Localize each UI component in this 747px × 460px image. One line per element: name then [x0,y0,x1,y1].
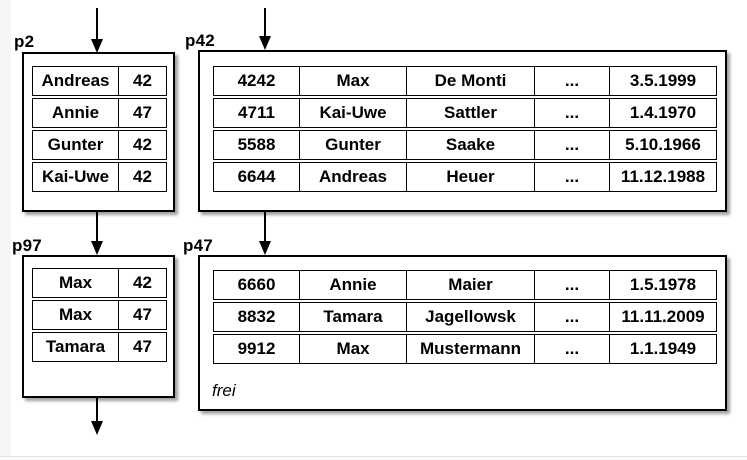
page-label-p2: p2 [14,32,35,51]
table-cell: 6660 [237,275,276,294]
table-row: Max 42 [32,268,167,298]
table-cell: Jagellowsk [406,303,534,331]
table-cell: Andreas [41,71,110,90]
table-row: Andreas 42 [32,66,167,96]
table-cell: Gunter [299,131,406,159]
table-cell: Annie [299,271,406,299]
table-cell: Max [299,67,406,95]
table-cell: 47 [118,99,166,127]
table-cell: Tamara [299,303,406,331]
table-cell: Max [58,273,93,292]
table-cell: ... [534,99,609,127]
free-space-label: frei [212,381,236,400]
table-cell: 4242 [237,71,276,90]
arrow-stem [96,8,98,40]
arrow-head-icon [259,241,271,255]
table-cell: Sattler [406,99,534,127]
table-cell: ... [534,303,609,331]
table-cell: Maier [406,271,534,299]
table-cell: ... [534,335,609,363]
table-cell: ... [534,131,609,159]
arrow-head-icon [91,421,103,435]
slide-bottom-divider [0,456,747,457]
arrow-stem [96,212,98,242]
table-cell: ... [534,271,609,299]
arrow-head-icon [91,241,103,255]
table-cell: 42 [118,163,166,191]
page-label-p42: p42 [185,31,215,50]
table-cell: 1.4.1970 [609,99,716,127]
table-cell: ... [534,67,609,95]
table-cell: 3.5.1999 [609,67,716,95]
table-cell: 4711 [238,103,275,122]
table-cell: ... [534,163,609,191]
table-cell: 42 [118,67,166,95]
table-row: Gunter 42 [32,130,167,160]
table-cell: 47 [118,333,166,361]
arrow-head-icon [91,39,103,53]
table-cell: Gunter [47,135,104,154]
table-cell: 5.10.1966 [609,131,716,159]
table-cell: Annie [51,103,100,122]
table-cell: Kai-Uwe [41,167,110,186]
table-cell: 8832 [237,307,276,326]
table-row: Max 47 [32,300,167,330]
table-cell: Tamara [45,337,106,356]
table-cell: Andreas [299,163,406,191]
page-label-p97: p97 [12,236,42,255]
table-cell: Mustermann [406,335,534,363]
arrow-stem [264,8,266,37]
table-cell: 1.5.1978 [609,271,716,299]
table-cell: 9912 [237,339,276,358]
table-cell: 6644 [237,167,276,186]
table-cell: Saake [406,131,534,159]
table-cell: 11.11.2009 [609,303,716,331]
arrow-head-icon [259,36,271,50]
table-cell: 47 [118,301,166,329]
table-cell: 5588 [237,135,276,154]
arrow-stem [96,398,98,422]
table-cell: 11.12.1988 [609,163,716,191]
table-cell: Max [299,335,406,363]
table-cell: 1.1.1949 [609,335,716,363]
table-cell: Kai-Uwe [299,99,406,127]
table-cell: Heuer [406,163,534,191]
table-row: Annie 47 [32,98,167,128]
table-cell: 42 [118,269,166,297]
table-cell: 42 [118,131,166,159]
table-cell: Max [58,305,93,324]
arrow-stem [264,212,266,242]
table-row: Tamara 47 [32,332,167,362]
table-cell: De Monti [406,67,534,95]
table-row: Kai-Uwe 42 [32,162,167,192]
left-margin-strip [0,0,11,456]
slide-bottom-margin [0,457,747,460]
page-label-p47: p47 [183,236,213,255]
